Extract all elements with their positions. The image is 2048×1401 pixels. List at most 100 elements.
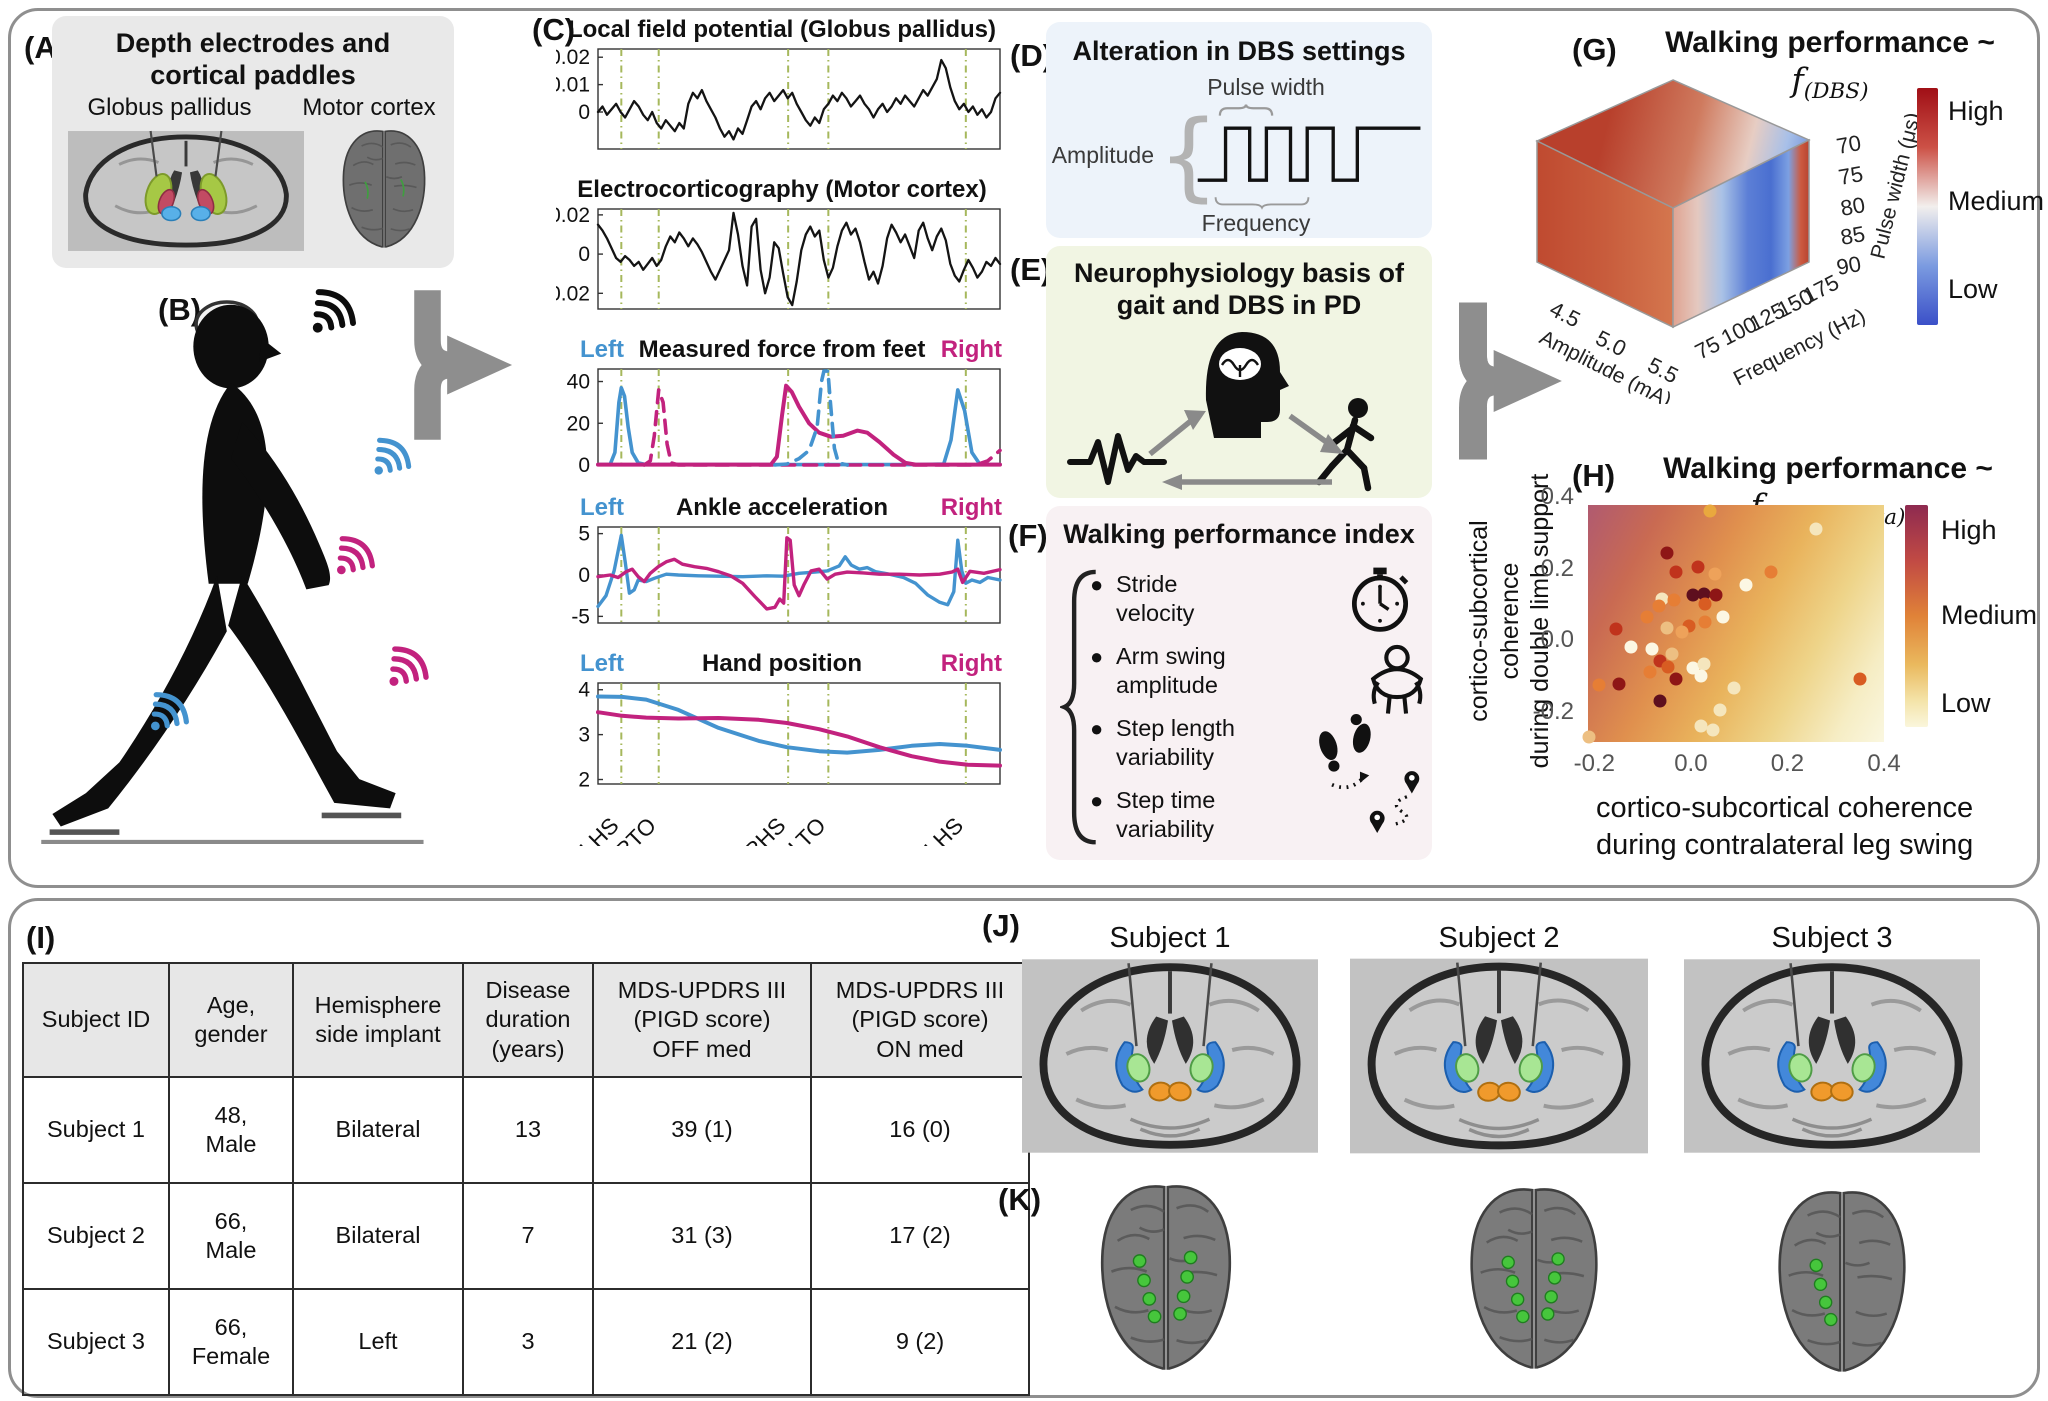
svg-text:3: 3 [578,724,590,747]
panel-f-label: (F) [1008,518,1048,553]
svg-text:20: 20 [567,412,590,435]
subject-1-title: Subject 1 [1109,922,1231,954]
chart-ankle-title: Left Ankle acceleration Right [580,494,1002,521]
h-x-tick: 0.2 [1770,750,1805,777]
chart-lfp: 0.020.010 [556,46,1002,150]
svg-text:90: 90 [1835,251,1863,280]
axial-mri-image [68,130,304,251]
svg-text:0.02: 0.02 [556,46,590,69]
panel-g-label: (G) [1572,32,1617,67]
scatter-point [1686,588,1700,602]
scatter-point [1669,565,1683,579]
chart-ankle: 50-5 [571,523,1002,628]
svg-text:75: 75 [1691,331,1724,364]
dbs-parameter-cube-chart: 70 75 80 85 90 Pulse width (μs) 4.5 5.0 … [1535,79,1925,404]
chart-ecog: 0.020-0.02 [556,204,1002,310]
person-top-view-icon [1370,644,1424,714]
scatter-point [1698,615,1712,628]
svg-text:80: 80 [1839,192,1867,221]
scatter-point [1609,622,1623,636]
wifi-icon-hip [312,516,394,598]
svg-text:5: 5 [578,523,590,546]
panel-d-box: Alteration in DBS settings Pulse width A… [1046,22,1432,238]
panel-b-label: (B) [158,292,202,327]
svg-text:0.02: 0.02 [556,204,590,227]
scatter-point [1713,703,1727,717]
scatter-point [1809,522,1823,536]
merge-arrow-icon [414,290,513,440]
scatter-point [1652,599,1666,613]
loop-arrows-icon [1148,410,1344,490]
scatter-point [1675,625,1689,639]
scatter-point [1624,640,1637,654]
scatter-point [1660,546,1674,559]
scatter-point [1612,677,1626,691]
h-colorbar-high: High [1941,515,1997,545]
h-colorbar [1905,505,1928,727]
scatter-point [1698,597,1712,611]
h-y-tick: 0.0 [1540,626,1574,654]
panel-j-label: (J) [982,908,1020,943]
h-colorbar-low: Low [1941,688,1991,718]
wifi-icon-right-foot [364,626,449,711]
svg-text:0: 0 [578,454,590,472]
scatter-point [1592,678,1606,692]
frequency-label: Frequency [1201,210,1311,236]
scatter-point [1660,621,1674,635]
subject-2-title: Subject 2 [1438,922,1560,954]
scatter-point [1709,588,1723,602]
axial-mri-subject-1 [1022,959,1318,1153]
svg-text:0.01: 0.01 [556,74,590,97]
scatter-point [1703,504,1717,518]
chart-force-title: Left Measured force from feet Right [580,336,1002,363]
scatter-point [1764,565,1777,579]
g-colorbar-high: High [1948,96,2004,126]
svg-text:LHS: LHS [920,813,969,846]
scatter-point [1694,719,1707,733]
h-colorbar-medium: Medium [1941,600,2038,630]
panel-d-title: Alteration in DBS settings [1072,36,1406,66]
scatter-point [1640,610,1654,624]
merge-arrow-icon-2 [1459,302,1562,460]
waveform-icon [1067,433,1167,485]
svg-text:75: 75 [1837,161,1865,190]
walking-figure-icon [1315,398,1375,492]
panel-a-caption-motor-cortex: Motor cortex [302,94,436,121]
col-disease-duration: Disease duration (years) [462,962,594,1078]
h-x-tick: 0.0 [1674,750,1708,777]
svg-text:0: 0 [578,564,590,587]
chart-hand-title: Left Hand position Right [580,650,1002,677]
scatter-point [1653,694,1666,708]
subject-3-title: Subject 3 [1771,922,1893,954]
table-header-row: Subject ID Age, gender Hemisphere side i… [22,962,1030,1078]
axial-mri-subject-2 [1350,958,1648,1154]
scatter-point [1706,723,1720,737]
cortical-paddles-subject-3 [1778,1191,1906,1372]
scatter-point [1739,578,1753,592]
footprints-icon [1319,714,1371,790]
cortical-paddles-subject-2 [1470,1188,1598,1369]
walking-person-illustration [41,300,424,845]
g-colorbar-medium: Medium [1948,186,2045,216]
frequency-brace-icon [1214,197,1310,210]
svg-text:LTO: LTO [784,813,831,846]
scatter-point [1667,593,1681,607]
scatter-point [1691,560,1705,574]
wifi-icon-left-foot [126,672,208,754]
h-y-tick: 0.2 [1540,554,1574,582]
panel-f-title: Walking performance index [1063,519,1415,549]
amplitude-brace-icon: { [1158,100,1220,212]
panel-e-label: (E) [1010,252,1052,287]
panel-d-label: (D) [1010,38,1054,73]
wifi-icon-wrist [350,418,429,497]
scatter-point [1697,657,1711,671]
amplitude-label: Amplitude [1051,142,1154,168]
svg-text:2: 2 [578,769,590,792]
cortical-paddles-subject-1 [1100,1185,1232,1370]
